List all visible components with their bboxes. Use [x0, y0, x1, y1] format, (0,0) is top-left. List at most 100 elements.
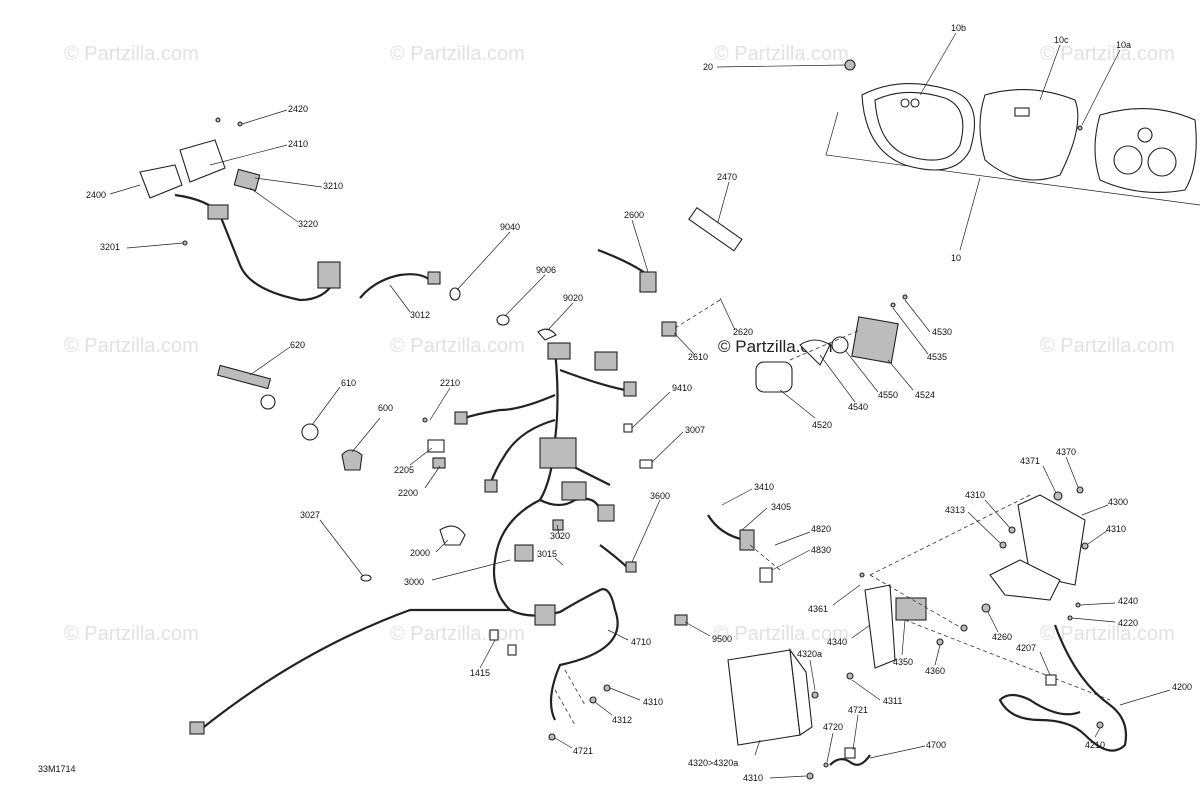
grommet-part [496, 314, 510, 326]
callout-label: 4340 [827, 637, 847, 647]
connector-part [534, 604, 556, 626]
connector-part [623, 381, 637, 397]
callout-label: 3000 [404, 577, 424, 587]
screw-icon [823, 762, 829, 768]
assembly-line [674, 299, 721, 329]
leader-line [209, 144, 288, 166]
clip-part [639, 459, 653, 469]
gauge-dial-icon [1113, 145, 1143, 175]
leader-line [771, 549, 811, 571]
gauge-dial-icon [1137, 127, 1153, 143]
harness-branch [459, 393, 556, 421]
leader-line [967, 511, 1001, 544]
callout-label: 4361 [808, 604, 828, 614]
callout-label: 4350 [893, 657, 913, 667]
leader-line [1065, 456, 1079, 488]
leader-line [716, 64, 846, 68]
watermark: © Partzilla.com [1040, 623, 1175, 645]
leader-line [851, 624, 871, 639]
leader-line [919, 32, 957, 96]
tray-base-part [989, 559, 1061, 601]
screw-icon [182, 240, 188, 246]
clip-part [507, 644, 517, 656]
callout-label: 4310 [1106, 524, 1126, 534]
callout-label: 4530 [932, 327, 952, 337]
hose-part [688, 207, 743, 252]
callout-label: 2205 [394, 465, 414, 475]
leader-line [987, 611, 999, 633]
leader-line [249, 187, 299, 223]
callout-label: 4710 [631, 637, 651, 647]
screw-icon [589, 696, 597, 704]
callout-label: 4320>4320a [688, 758, 738, 768]
screw-icon [960, 624, 968, 632]
callout-label: 4700 [926, 740, 946, 750]
leader-line [721, 488, 753, 506]
ring-part [260, 394, 276, 410]
callout-label: 4524 [915, 390, 935, 400]
callout-label: 4830 [811, 545, 831, 555]
callout-label: 4721 [848, 705, 868, 715]
bezel-hole [910, 98, 920, 108]
leader-line [809, 659, 816, 691]
leader-line [607, 629, 629, 641]
callout-label: 3007 [685, 425, 705, 435]
watermark: © Partzilla.com [390, 623, 525, 645]
callout-label: 2000 [410, 548, 430, 558]
switch-part [233, 168, 261, 192]
leader-line [431, 559, 511, 581]
sensor-part [639, 271, 657, 293]
leader-line [892, 307, 929, 355]
leader-line [774, 531, 811, 546]
callout-label: 10b [951, 23, 966, 33]
clip-part [844, 747, 856, 759]
connector-part [561, 481, 587, 501]
clip-part [537, 328, 557, 341]
callout-label: 2420 [288, 104, 308, 114]
terminal-part [625, 561, 637, 573]
callout-label: 3012 [410, 310, 430, 320]
watermark: © Partzilla.com [1040, 43, 1175, 65]
leader-line [1039, 44, 1061, 101]
callout-label: 2600 [624, 210, 644, 220]
bracket-part [759, 567, 773, 583]
callout-label: 10 [951, 253, 961, 263]
screw-icon [811, 691, 819, 699]
callout-label: 2410 [288, 139, 308, 149]
screw-icon [548, 733, 556, 741]
callout-label: 9006 [536, 265, 556, 275]
callout-label: 20 [703, 62, 713, 72]
assembly-line [869, 574, 966, 631]
callout-label: 4300 [1108, 497, 1128, 507]
leader-line [351, 417, 381, 453]
callout-label: 4313 [945, 505, 965, 515]
main-harness [189, 342, 653, 741]
callout-label: 4371 [1020, 456, 1040, 466]
leader-line [754, 739, 761, 756]
solenoid-part [895, 597, 927, 621]
watermark: © Partzilla.com [390, 43, 525, 65]
callouts: 20 10b 10c 10a 10 2420 2410 2400 3210 32… [86, 23, 1192, 783]
leader-line [717, 181, 730, 223]
leader-line [1119, 689, 1171, 706]
screw-icon [1076, 486, 1084, 494]
leader-line [435, 539, 449, 553]
leader-line [554, 737, 573, 749]
clip-part [489, 629, 499, 641]
callout-label: 3015 [537, 549, 557, 559]
callout-label: 4310 [643, 697, 663, 707]
switch-group [139, 117, 341, 302]
callout-label: 4550 [878, 390, 898, 400]
bolt-part [674, 614, 688, 626]
callout-label: 4721 [573, 746, 593, 756]
callout-label: 2400 [86, 190, 106, 200]
screw-icon [859, 572, 865, 578]
leader-line [1081, 504, 1109, 516]
terminal-icon [1096, 721, 1104, 729]
leader-line [651, 431, 684, 463]
fuse-box-part [539, 437, 577, 469]
leader-line [684, 621, 711, 637]
callout-label: 4240 [1118, 596, 1138, 606]
screw-icon [422, 417, 428, 423]
switch-housing-part [139, 164, 183, 199]
